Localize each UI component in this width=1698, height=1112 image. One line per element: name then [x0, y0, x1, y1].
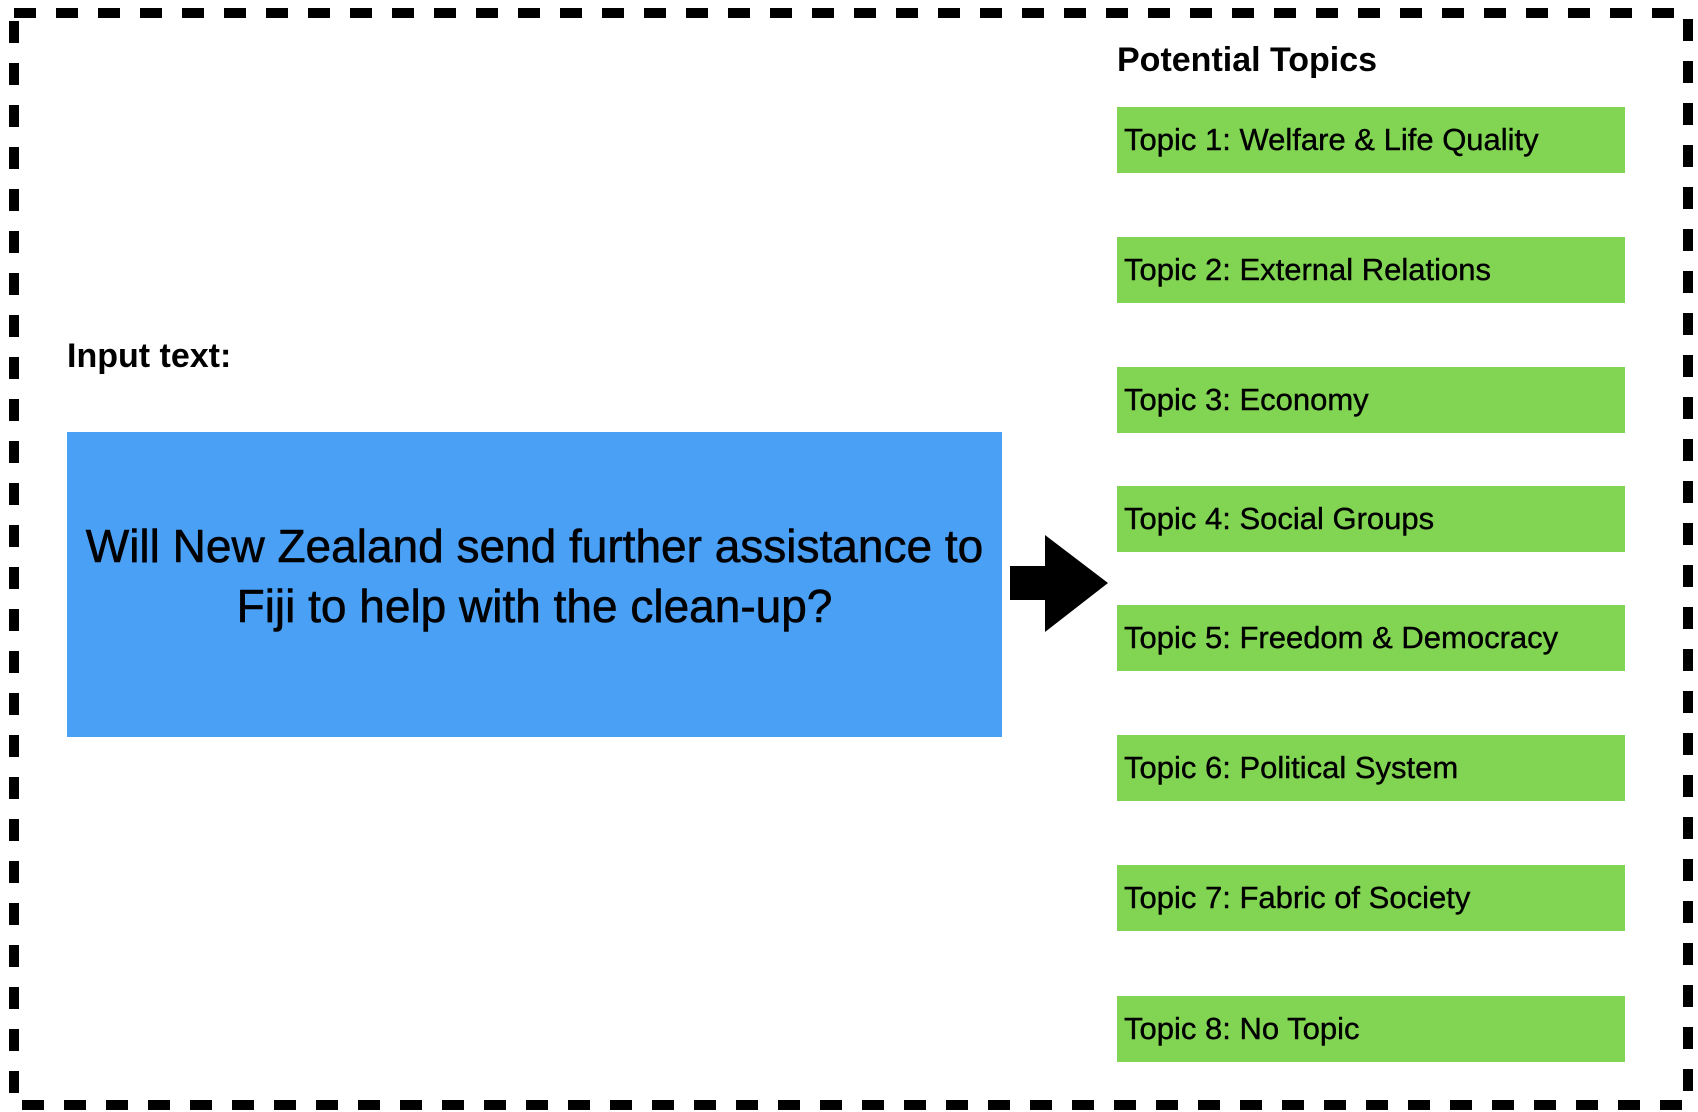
topic-item-5: Topic 5: Freedom & Democracy	[1117, 605, 1625, 671]
topic-label: Topic 2: External Relations	[1124, 252, 1492, 287]
topic-item-4: Topic 4: Social Groups	[1117, 486, 1625, 552]
topic-item-6: Topic 6: Political System	[1117, 735, 1625, 801]
topic-item-1: Topic 1: Welfare & Life Quality	[1117, 107, 1625, 173]
topic-item-3: Topic 3: Economy	[1117, 367, 1625, 433]
topic-item-2: Topic 2: External Relations	[1117, 237, 1625, 303]
topic-item-8: Topic 8: No Topic	[1117, 996, 1625, 1062]
topic-label: Topic 4: Social Groups	[1124, 501, 1435, 536]
topic-label: Topic 6: Political System	[1124, 750, 1459, 785]
input-text-box: Will New Zealand send further assistance…	[67, 432, 1002, 737]
topic-label: Topic 8: No Topic	[1124, 1011, 1360, 1046]
topic-label: Topic 7: Fabric of Society	[1124, 880, 1471, 915]
input-label: Input text:	[67, 337, 232, 375]
topic-label: Topic 1: Welfare & Life Quality	[1124, 122, 1539, 157]
topic-item-7: Topic 7: Fabric of Society	[1117, 865, 1625, 931]
topic-label: Topic 3: Economy	[1124, 382, 1369, 417]
input-text: Will New Zealand send further assistance…	[85, 519, 984, 632]
right-arrow-icon	[1010, 535, 1108, 632]
topic-label: Topic 5: Freedom & Democracy	[1124, 620, 1559, 655]
topics-title: Potential Topics	[1117, 41, 1378, 79]
